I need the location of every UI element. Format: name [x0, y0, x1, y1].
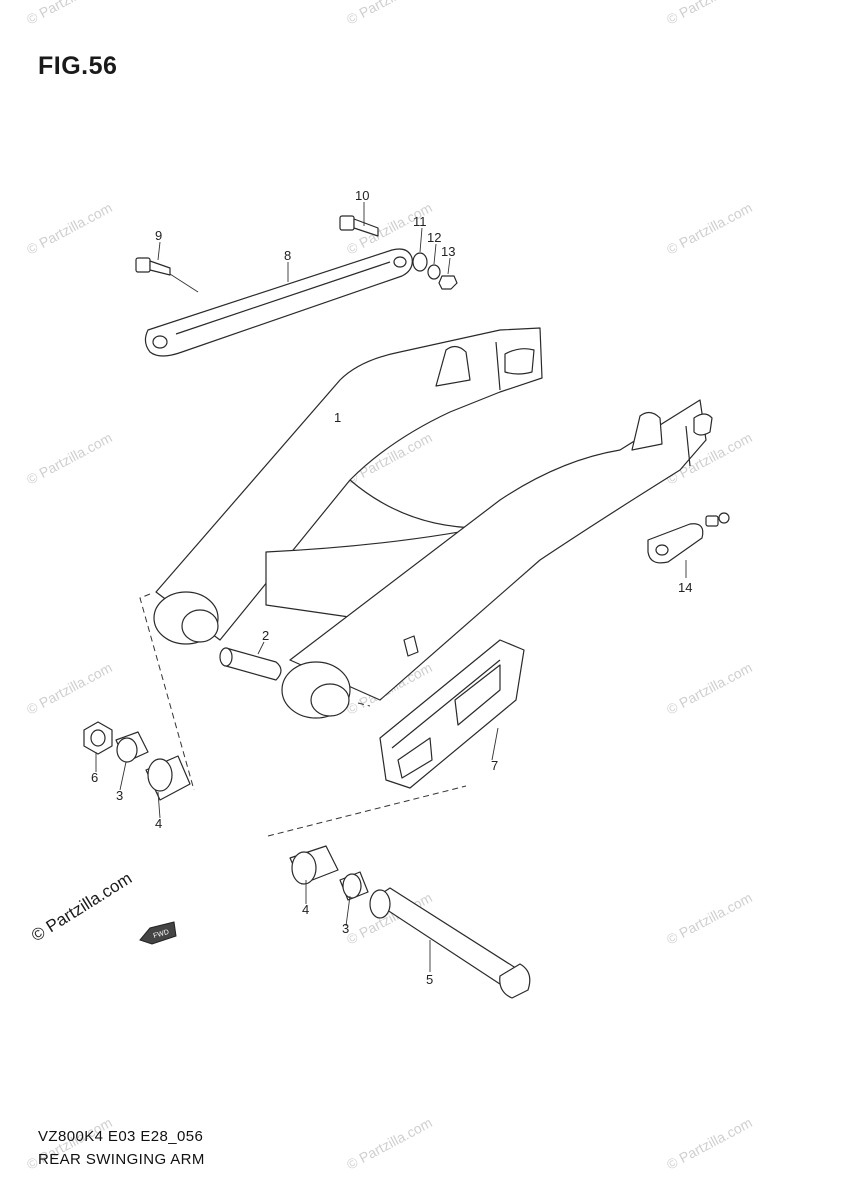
part-label: 8 [284, 248, 291, 263]
part-label: 1 [334, 410, 341, 425]
part-labels: 1 2 3 3 4 4 5 6 7 8 9 10 11 12 13 14 [91, 188, 692, 987]
part-label: 4 [302, 902, 309, 917]
right-bearing-stack [289, 845, 369, 901]
left-bearing-stack [83, 721, 191, 801]
diagram-name: REAR SWINGING ARM [38, 1151, 205, 1168]
part-label: 5 [426, 972, 433, 987]
bolt-part-10 [339, 215, 379, 237]
part-label: 4 [155, 816, 162, 831]
watermark: © Partzilla.com [664, 1114, 755, 1172]
watermark: © Partzilla.com [344, 1114, 435, 1172]
alignment-lines [139, 593, 467, 837]
part-label: 6 [91, 770, 98, 785]
chain-guard-part-7 [379, 639, 525, 789]
part-label: 13 [441, 244, 455, 259]
watermark: © Partzilla.com [24, 0, 115, 28]
watermark: © Partzilla.com [664, 889, 755, 947]
bolt-part-9 [135, 257, 199, 293]
watermark: © Partzilla.com [664, 199, 755, 257]
part-label: 10 [355, 188, 369, 203]
part-label: 11 [413, 214, 427, 229]
pivot-shaft-part-5 [369, 887, 531, 999]
part-label: 3 [342, 921, 349, 936]
part-label: 7 [491, 758, 498, 773]
part-label: 3 [116, 788, 123, 803]
watermark: © Partzilla.com [24, 659, 115, 717]
watermark: © Partzilla.com [24, 199, 115, 257]
figure-title: FIG.56 [38, 52, 118, 80]
watermark: © Partzilla.com [664, 0, 755, 28]
swinging-arm-part-1 [153, 327, 713, 719]
part-label: 12 [427, 230, 441, 245]
part-label: 2 [262, 628, 269, 643]
torque-link-part-8 [144, 248, 413, 357]
watermark-prominent: © Partzilla.com [28, 869, 135, 946]
watermark: © Partzilla.com [24, 429, 115, 487]
washers-parts-11-13 [412, 252, 458, 290]
part-label: 9 [155, 228, 162, 243]
watermark: © Partzilla.com [664, 659, 755, 717]
watermark: © Partzilla.com [344, 0, 435, 28]
diagram-code: VZ800K4 E03 E28_056 [38, 1128, 204, 1145]
fwd-label: FWD [153, 929, 170, 940]
part-label: 14 [678, 580, 692, 595]
collar-part-2 [219, 647, 282, 681]
chain-adjuster-part-14 [647, 512, 730, 564]
leader-lines [95, 202, 687, 972]
fwd-arrow-icon: FWD [139, 921, 177, 945]
